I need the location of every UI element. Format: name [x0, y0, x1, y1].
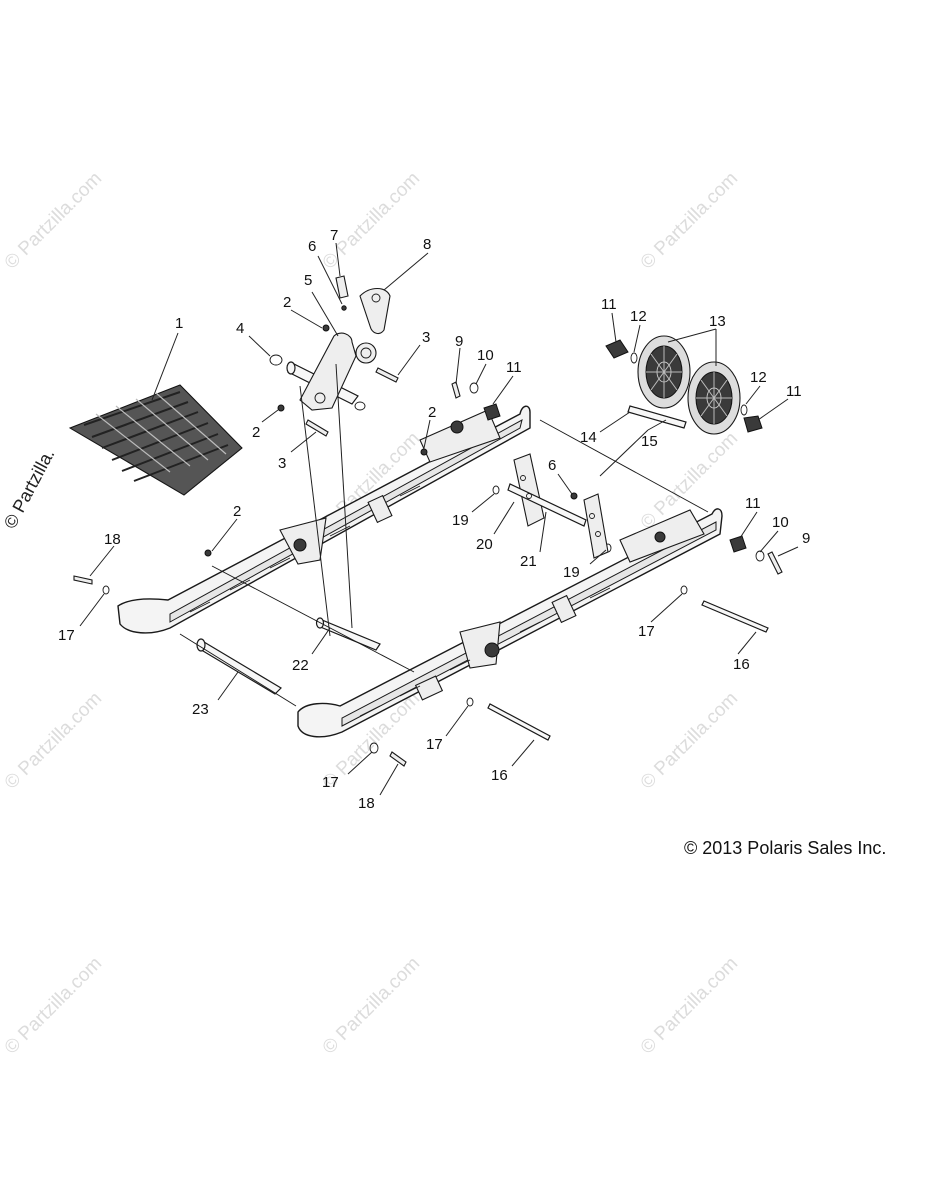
part-19-washer — [492, 485, 500, 495]
callout-label: 16 — [491, 767, 508, 784]
part-10-washer — [755, 550, 765, 562]
watermark-side: © Partzilla. — [0, 445, 59, 531]
watermark: © Partzilla.com — [319, 168, 424, 273]
callout-label: 9 — [455, 333, 463, 350]
watermark: © Partzilla.com — [637, 168, 742, 273]
callout-label: 6 — [548, 457, 556, 474]
callout-label: 4 — [236, 320, 244, 337]
callout-label: 17 — [638, 623, 655, 640]
callout-label: 1 — [175, 315, 183, 332]
watermark: © Partzilla.com — [637, 688, 742, 793]
callout-label: 22 — [292, 657, 309, 674]
part-4-oring — [269, 354, 283, 366]
callout-label: 17 — [58, 627, 75, 644]
callout-labels: 1 2 2 2 2 3 3 4 5 6 6 7 8 9 9 10 10 11 1… — [58, 227, 810, 812]
part-7-pin — [335, 275, 349, 299]
part-23-shaft — [197, 641, 282, 695]
shafts — [196, 361, 769, 741]
callout-label: 16 — [733, 656, 750, 673]
part-12-ring — [740, 404, 748, 416]
part-12-ring — [630, 352, 638, 364]
part-9-bolt — [451, 381, 461, 399]
part-17-washer — [466, 697, 474, 707]
callout-label: 11 — [745, 495, 761, 512]
part-6-small-nut — [341, 305, 347, 311]
part-8-link — [359, 287, 391, 335]
part-21-scissor-bracket — [507, 453, 609, 559]
part-17-washer — [102, 585, 110, 595]
watermark: © Partzilla.com — [1, 688, 106, 793]
callout-label: 12 — [750, 369, 767, 386]
part-2-nut — [322, 324, 330, 332]
callout-label: 11 — [601, 296, 617, 313]
part-2-nut — [204, 549, 212, 557]
part-11-bearing-cap — [729, 535, 747, 553]
part-14-axle — [627, 405, 687, 429]
part-17-washer — [680, 585, 688, 595]
callout-label: 17 — [426, 736, 443, 753]
callout-label: 18 — [358, 795, 375, 812]
callout-label: 23 — [192, 701, 209, 718]
part-5-torque-arm — [299, 332, 377, 411]
part-16-bolt-lower — [487, 703, 551, 741]
part-10-washer — [469, 382, 479, 394]
callout-label: 18 — [104, 531, 121, 548]
part-2-nut — [420, 448, 428, 456]
callout-label: 19 — [452, 512, 469, 529]
hardware — [73, 324, 783, 767]
watermark: © Partzilla.com — [319, 953, 424, 1058]
callout-label: 2 — [283, 294, 291, 311]
leader-lines — [79, 242, 799, 796]
part-22-shaft — [317, 619, 381, 651]
callout-label: 9 — [802, 530, 810, 547]
callout-label: 15 — [641, 433, 658, 450]
callout-label: 5 — [304, 272, 312, 289]
callout-label: 2 — [428, 404, 436, 421]
callout-label: 3 — [278, 455, 286, 472]
part-16-bolt-upper — [701, 600, 769, 633]
part-18-bolt — [73, 575, 93, 585]
watermark: © Partzilla.com — [637, 953, 742, 1058]
callout-label: 2 — [233, 503, 241, 520]
callout-label: 2 — [252, 424, 260, 441]
part-1-slider-block — [68, 384, 243, 496]
part-13-wheels — [637, 335, 741, 435]
part-2-nut — [277, 404, 285, 412]
watermark: © Partzilla.com — [1, 953, 106, 1058]
rail-right — [297, 508, 723, 738]
callout-label: 3 — [422, 329, 430, 346]
part-11-bearing-cap — [605, 339, 629, 359]
callout-label: 14 — [580, 429, 597, 446]
callout-label: 20 — [476, 536, 493, 553]
callout-label: 7 — [330, 227, 338, 244]
callout-label: 13 — [709, 313, 726, 330]
wheel — [687, 361, 741, 435]
callout-label: 10 — [772, 514, 789, 531]
callout-label: 12 — [630, 308, 647, 325]
callout-label: 11 — [506, 359, 522, 376]
callout-label: 10 — [477, 347, 494, 364]
part-11-bearing-cap — [743, 415, 763, 433]
part-17-washer — [369, 742, 379, 754]
callout-label: 8 — [423, 236, 431, 253]
watermark: © Partzilla.com — [1, 168, 106, 273]
part-18-bolt — [389, 751, 407, 767]
callout-label: 11 — [786, 383, 802, 400]
part-11-bearing-cap — [483, 403, 501, 421]
copyright-text: © 2013 Polaris Sales Inc. — [684, 838, 886, 858]
part-6-nut — [570, 492, 578, 500]
callout-label: 21 — [520, 553, 537, 570]
wheel — [637, 335, 691, 409]
callout-label: 19 — [563, 564, 580, 581]
callout-label: 17 — [322, 774, 339, 791]
part-3-bolt — [305, 419, 329, 437]
callout-label: 6 — [308, 238, 316, 255]
part-9-bolt — [767, 551, 783, 575]
part-3-bolt — [375, 367, 399, 383]
